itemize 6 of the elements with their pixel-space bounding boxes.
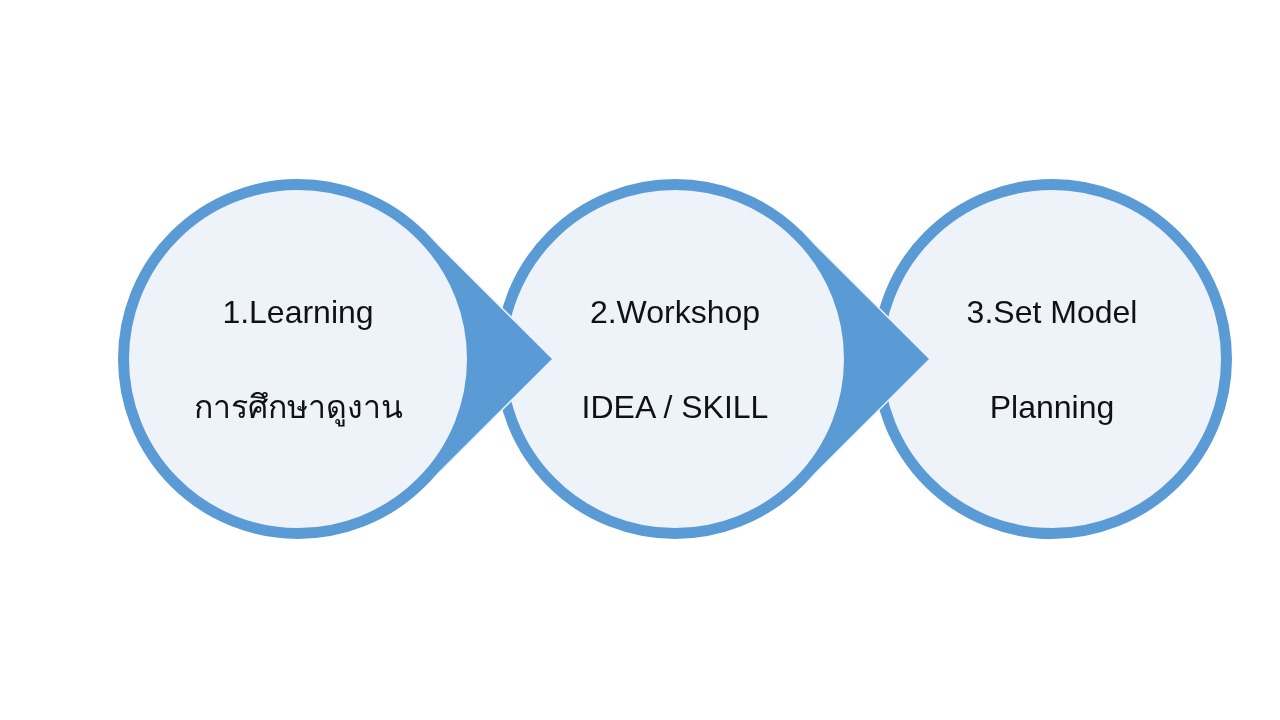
step-title: 1.Learning [222,292,374,331]
step-subtitle: Planning [989,387,1115,426]
step-title: 3.Set Model [966,292,1138,331]
step-title: 2.Workshop [589,292,761,331]
step-subtitle: IDEA / SKILL [581,387,769,426]
step-subtitle: การศึกษาดูงาน [193,387,403,426]
